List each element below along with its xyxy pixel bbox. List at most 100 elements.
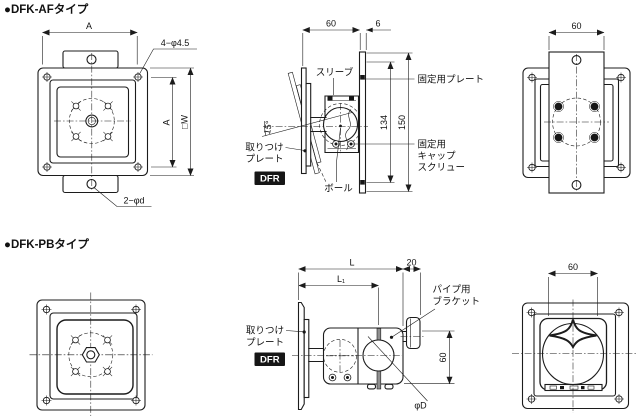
dim-6-label: 6: [375, 19, 380, 29]
dim-60-label: 60: [326, 19, 336, 29]
dim-6-arrow: [366, 27, 373, 33]
mount-hole: [102, 334, 113, 346]
clamp-ear: [384, 383, 394, 390]
section-title-af: ●DFK-AFタイプ: [4, 2, 89, 16]
pb-side-view: φD L 20 L₁ 60 パイプ用 ブラケット 取りつけ プレート DFR: [246, 258, 480, 411]
knob-shaft: [402, 330, 408, 343]
dim-L-label: L: [349, 258, 354, 268]
clamp-knob: [405, 316, 421, 350]
section-mark: [349, 96, 354, 101]
leader-dot: [389, 335, 394, 339]
centerlines: [292, 336, 424, 356]
af-front-inner-square-2: [56, 86, 130, 158]
swing-angle-label: 15°: [262, 120, 274, 136]
dim-60-label: 60: [438, 352, 448, 362]
strip-detail-dark: [581, 386, 585, 390]
sleeve-label: スリーブ: [316, 67, 354, 79]
ext-lines: [298, 272, 421, 326]
pb-mounting-plate-boss: [303, 318, 310, 399]
dfr-badge-label: DFR: [260, 355, 280, 366]
section-mark: [327, 96, 333, 101]
clamp-slit-top: [376, 328, 382, 342]
dim-60-label: 60: [568, 262, 578, 272]
af-front-bottom-tab: [62, 174, 119, 194]
mount-hole: [103, 131, 113, 142]
center-hole: [86, 350, 96, 360]
pb-front-view: [29, 292, 153, 416]
strip-detail-dark: [560, 386, 564, 390]
centerlines: [512, 299, 638, 413]
clamp-ear: [366, 383, 377, 390]
ext-lines: [548, 277, 598, 316]
cap-screw-label-1: 固定用: [418, 139, 447, 151]
swing-angle-line: [261, 112, 353, 137]
dim-L1-label: L₁: [337, 274, 345, 284]
mount-plate-label-1: 取りつけ: [245, 143, 283, 154]
pipe-bracket-label-2: ブラケット: [433, 296, 481, 308]
mount-plate-leader: [285, 330, 304, 333]
section-mark: [360, 180, 365, 185]
center-hole: [85, 114, 99, 128]
center-hex-nut: [81, 347, 100, 363]
centerlines: [29, 292, 153, 416]
leader-bottom-holes: [94, 187, 152, 207]
mount-hole: [70, 366, 81, 377]
af-fixing-plate: [358, 51, 367, 194]
af-front-view: A A □W 4−φ4.5 2−φd: [37, 21, 197, 207]
ext-lines: [548, 36, 605, 50]
strip-detail: [587, 385, 595, 390]
leader-bottom-holes-label: 2−φd: [123, 196, 144, 206]
af-front-inner-square-1: [49, 79, 137, 164]
bore-diameter-leader: [367, 336, 428, 402]
mount-plate-label-2: プレート: [246, 338, 284, 349]
bolt-circle: [68, 332, 114, 378]
mount-hole: [71, 131, 81, 142]
bore-diameter-label: φD: [414, 401, 427, 411]
ext-lines: [150, 67, 194, 176]
swing-angle-arc: [264, 120, 267, 137]
leader-top-holes-label: 4−φ4.5: [161, 38, 190, 48]
af-side-view: 15° 60 6 134 150 スリーブ 固定用プレート 固定用 キャップ ス…: [245, 19, 484, 195]
dim-a-top-label: A: [86, 21, 92, 31]
cap-screw-label-2: キャップ: [418, 151, 457, 162]
screw-hole: [552, 100, 565, 113]
strip-detail: [569, 385, 579, 390]
centerlines: [54, 53, 131, 191]
dim-w-right-label: □W: [180, 115, 190, 129]
cap-screw: [343, 373, 352, 382]
stem: [308, 347, 325, 363]
leader-dot: [303, 149, 307, 153]
centerlines: [544, 54, 609, 191]
screw-hole: [588, 131, 601, 144]
screw-hole: [552, 131, 565, 144]
sleeve-housing: [324, 95, 360, 154]
dim-a-right-label: A: [162, 119, 172, 125]
pb-front-inner-square-2: [56, 319, 134, 395]
mount-plate-label-1: 取りつけ: [246, 326, 284, 337]
ext-lines: [366, 52, 413, 192]
dfr-badge: [254, 352, 285, 366]
section-mark: [360, 75, 365, 80]
pipe-bracket-leader: [391, 308, 436, 338]
ball-stem: [310, 116, 327, 133]
pb-rear-inner-square-1: [533, 313, 617, 397]
pb-front-inner-square-1: [49, 312, 138, 400]
ball-phantom: [323, 338, 357, 373]
bottom-strip: [544, 383, 603, 392]
fixing-plate-label: 固定用プレート: [418, 74, 485, 86]
pipe-bracket-label-1: パイプ用: [433, 285, 471, 296]
dim-134-label: 134: [379, 115, 389, 130]
bolt-circle: [69, 98, 115, 144]
mount-hole: [70, 334, 81, 346]
ball-label: ボール: [324, 184, 353, 195]
mount-plate-leader: [285, 147, 305, 151]
af-mounting-plate: [300, 67, 307, 175]
clamp-slit-bottom: [376, 369, 382, 390]
cap-screw: [328, 373, 337, 382]
af-front-top-tab: [62, 50, 119, 69]
af-front-bottom-tab-hole: [86, 178, 97, 190]
dim-20-label: 20: [406, 258, 416, 268]
phantom-dash: [316, 162, 327, 184]
